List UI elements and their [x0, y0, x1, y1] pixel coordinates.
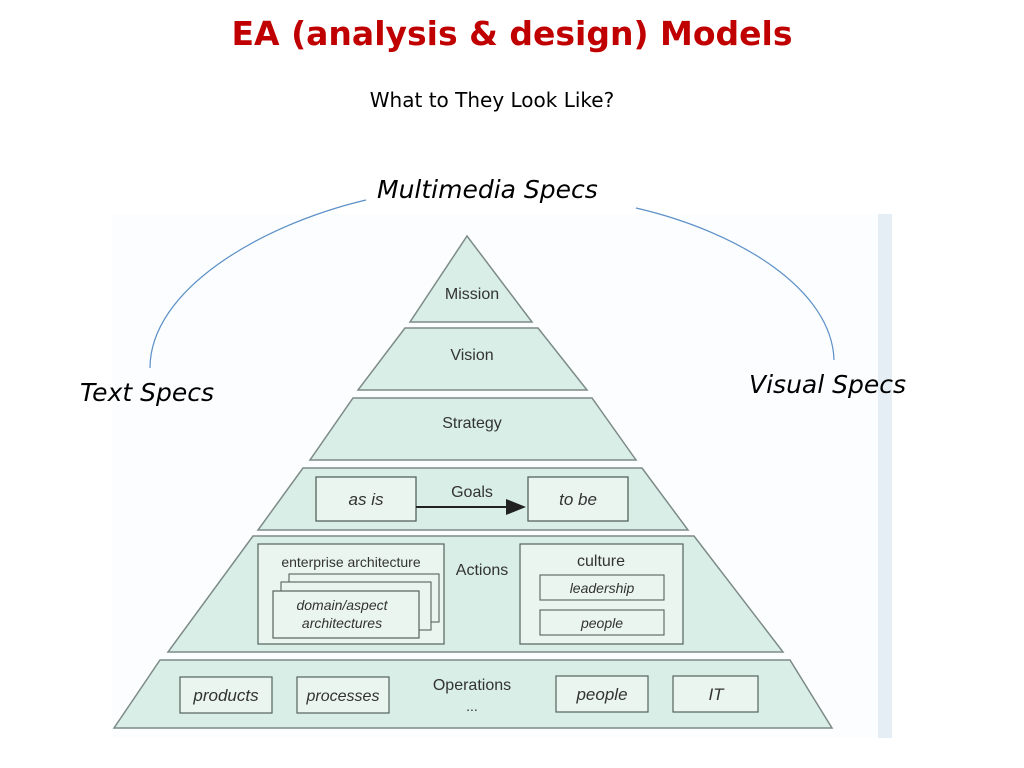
mission-label: Mission [445, 286, 499, 303]
culture-people-box [539, 609, 665, 636]
to-be-box [527, 476, 629, 522]
tier-mission [408, 234, 534, 323]
goals-label: Goals [451, 484, 493, 501]
operations-people-label: people [575, 685, 627, 704]
tier-strategy [308, 397, 638, 461]
products-box [179, 676, 273, 714]
slide-title: EA (analysis & design) Models [231, 14, 793, 53]
tier-operations [112, 659, 834, 729]
enterprise-architecture-label: enterprise architecture [281, 554, 421, 570]
operations-ellipsis: ... [466, 698, 478, 714]
tier-vision [356, 327, 589, 391]
leadership-label: leadership [570, 580, 635, 596]
as-is-label: as is [349, 490, 384, 509]
multimedia-specs-label: Multimedia Specs [377, 175, 598, 204]
culture-people-label: people [580, 615, 623, 631]
arc-multimedia-to-text [149, 199, 367, 369]
culture-label: culture [577, 553, 625, 570]
processes-box [296, 676, 390, 714]
actions-label: Actions [456, 562, 508, 579]
domain-aspect-card [272, 590, 420, 639]
it-label: IT [708, 685, 725, 704]
visual-specs-label: Visual Specs [749, 370, 907, 399]
it-box [672, 675, 759, 713]
processes-label: processes [306, 688, 380, 705]
text-specs-label: Text Specs [80, 378, 214, 407]
domain-aspect-label: domain/aspect [296, 597, 388, 613]
leadership-box [539, 574, 665, 601]
operations-people-box [555, 675, 649, 713]
as-is-box [315, 476, 417, 522]
arc-multimedia-to-visual [635, 207, 835, 361]
to-be-label: to be [559, 490, 597, 509]
strategy-label: Strategy [442, 415, 502, 432]
slide-subtitle: What to They Look Like? [369, 88, 615, 112]
products-label: products [192, 686, 259, 705]
vision-label: Vision [450, 347, 493, 364]
operations-label: Operations [433, 677, 511, 694]
architectures-label: architectures [302, 615, 382, 631]
scanned-figure-edge [878, 214, 892, 738]
